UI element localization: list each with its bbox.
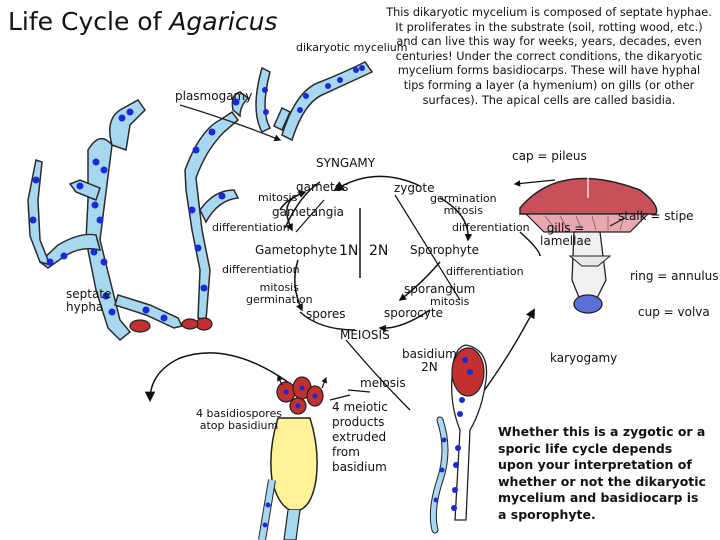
description-text: This dikaryotic mycelium is composed of … [386,6,712,107]
label-differentiation-3: differentiation [452,221,530,234]
label-meiosis-upper: MEIOSIS [340,328,390,342]
label-karyogamy: karyogamy [550,351,618,365]
label-meiosis-lower: meiosis [360,376,406,390]
label-gametangia: gametangia [272,205,345,219]
label-basidiospores: 4 basidiospores atop basidium [196,407,282,433]
hypha-spore-a [129,319,151,333]
label-mitosis-left: mitosis [258,191,298,204]
label-1n: 1N [339,243,359,259]
label-basidium: basidium 2N [402,347,457,375]
mushroom-drawing [519,176,658,314]
label-ring: ring = annulus [630,269,719,283]
label-germination-mitosis: germination mitosis [430,192,497,218]
label-differentiation-4: differentiation [446,265,524,278]
hypha-nuclei [29,98,240,322]
page-title: Life Cycle of Agaricus [8,7,278,36]
basidium-drawing [451,344,488,521]
meiotic-arrows [277,374,371,393]
label-differentiation-2: differentiation [222,263,300,276]
hypha-spore-c [181,318,199,330]
label-2n: 2N [369,243,389,259]
label-stalk: stalk = stipe [618,209,694,223]
label-mitosis-right: mitosis [430,295,470,308]
label-cap: cap = pileus [512,149,587,163]
basidiospore-cluster [270,376,324,540]
dikaryotic-mycelium-drawing [255,61,374,142]
label-gametes: gametes [296,180,349,194]
label-cup: cup = volva [638,305,710,319]
label-meiotic-products: 4 meiotic products extruded from basidiu… [332,400,388,474]
stalk-pointer [609,217,626,227]
label-syngamy: SYNGAMY [316,156,376,170]
right-diagonal [394,194,461,301]
septate-hypha-drawing [27,91,250,342]
label-spores: spores [306,307,346,321]
label-sporangium: sporangium [404,282,476,296]
basidium-stalk-nuclei [451,397,465,511]
cycle-arrows [279,175,541,333]
label-gills: gills = lamellae [540,221,592,249]
label-differentiation-1: differentiation [212,221,290,234]
label-mitosis-germination: mitosis germination [246,281,313,307]
lower-hypha [258,479,276,540]
plasmogamy-arrow [179,104,282,142]
label-dikaryotic-mycelium: dikaryotic mycelium [296,41,408,54]
label-gametophyte: Gametophyte [255,243,338,257]
label-sporophyte: Sporophyte [410,243,479,257]
label-plasmogamy: plasmogamy [175,89,253,103]
cap-arrow [513,179,556,187]
conclusion-text: Whether this is a zygotic or a sporic li… [498,424,706,522]
meiosis-line [345,339,411,411]
mycelium-nuclei [262,65,365,115]
spore-release-arrow [144,352,293,403]
label-zygote: zygote [394,181,435,195]
label-septate-hypha: septate hypha [66,287,112,315]
strand-nuclei [433,437,447,503]
label-sporocyte: sporocyte [384,306,444,320]
left-diagonal [295,199,325,233]
basidium-link [329,394,351,401]
